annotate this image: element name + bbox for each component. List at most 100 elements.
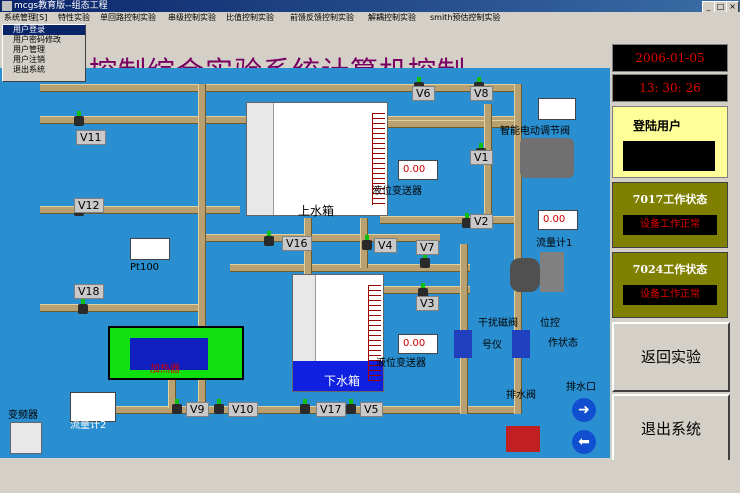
level-transmitter-label: 液位变送器	[372, 186, 422, 197]
date-display: 2006-01-05	[612, 44, 728, 72]
time-display: 13: 30: 26	[612, 74, 728, 102]
pt100-label: Pt100	[130, 262, 160, 273]
interference-valve-label: 干扰磁阀	[478, 318, 518, 329]
pt100-display	[130, 238, 170, 260]
app-icon	[2, 1, 12, 11]
lower-tank-label: 下水箱	[324, 374, 361, 388]
heater-water	[130, 338, 208, 370]
flowmeter-1-body	[540, 252, 564, 292]
smart-valve	[520, 138, 574, 178]
valve-v2-label: V2	[470, 214, 493, 229]
pipe	[380, 120, 520, 128]
lower-level-value: 0.00	[398, 334, 438, 354]
valve-v9[interactable]	[172, 399, 182, 414]
status-7017-label: 7017工作状态	[632, 193, 708, 206]
valve-v8-label: V8	[470, 86, 493, 101]
pipe	[40, 206, 240, 214]
menu-item-user-logout[interactable]: 用户注销	[13, 55, 45, 64]
smart-valve-label: 智能电动调节阀	[500, 126, 570, 137]
pipe	[304, 218, 312, 318]
flowmeter1-label: 流量计1	[536, 238, 573, 249]
valve-v16-label: V16	[282, 236, 312, 251]
arrow-right-icon[interactable]: ➜	[572, 398, 596, 422]
window-titlebar: mcgs教育版--组态工程 _ □ ×	[0, 0, 740, 13]
action-status-label: 作状态	[548, 338, 578, 349]
menu-item-user-login[interactable]: 用户登录	[3, 25, 85, 35]
valve-v7-label: V7	[416, 240, 439, 255]
pipe	[380, 216, 520, 224]
menu-item-user-management[interactable]: 用户管理	[13, 45, 45, 54]
status-7024-label: 7024工作状态	[632, 263, 708, 276]
menu-ratio-control[interactable]: 比值控制实验	[226, 13, 274, 22]
menu-cascade-control[interactable]: 串级控制实验	[168, 13, 216, 22]
login-user-label: 登陆用户	[633, 119, 682, 133]
valve-v5-label: V5	[360, 402, 383, 417]
position-solenoid	[512, 330, 530, 358]
flowmeter2-label: 流量计2	[70, 420, 107, 431]
upper-tank	[246, 102, 388, 216]
menu-decoupling-control[interactable]: 解耦控制实验	[368, 13, 416, 22]
frequency-converter-label: 变频器	[8, 410, 38, 421]
status-7024-panel: 7024工作状态 设备工作正常	[612, 252, 728, 318]
menu-characteristic-experiment[interactable]: 特性实验	[58, 13, 90, 22]
pipe	[514, 84, 522, 414]
pipe	[460, 244, 468, 414]
signal-label: 号仪	[482, 340, 502, 351]
pipe	[230, 264, 470, 272]
valve-v4[interactable]	[362, 235, 372, 250]
lower-tank	[292, 274, 384, 392]
window-title: mcgs教育版--组态工程	[14, 1, 108, 11]
login-user-display	[623, 141, 715, 171]
pipe	[40, 84, 520, 92]
valve-v10-label: V10	[228, 402, 258, 417]
interference-solenoid	[454, 330, 472, 358]
menu-feedforward-feedback-control[interactable]: 前馈反馈控制实验	[290, 13, 354, 22]
heater-label: 加热器	[150, 364, 180, 375]
exit-system-button[interactable]: 退出系统	[612, 394, 730, 464]
arrow-left-icon[interactable]: ⬅	[572, 430, 596, 454]
valve-v9-label: V9	[186, 402, 209, 417]
smart-valve-display	[538, 98, 576, 120]
menu-item-change-password[interactable]: 用户密码修改	[13, 35, 61, 44]
menu-bar: 系统管理[S] 特性实验 单回路控制实验 串级控制实验 比值控制实验 前馈反馈控…	[0, 12, 740, 24]
menu-smith-predictive-control[interactable]: smith预估控制实验	[430, 13, 501, 22]
menu-system-management[interactable]: 系统管理[S]	[4, 13, 48, 22]
valve-v17[interactable]	[300, 399, 310, 414]
system-menu-dropdown: 用户登录 用户密码修改 用户管理 用户注销 退出系统	[2, 24, 86, 82]
drain-port-label: 排水口	[566, 382, 596, 393]
flowmeter-1	[510, 258, 540, 292]
valve-v4-label: V4	[374, 238, 397, 253]
valve-v3[interactable]	[418, 283, 428, 298]
pipe	[168, 378, 176, 408]
pipe	[40, 304, 200, 312]
valve-v16[interactable]	[264, 231, 274, 246]
status-7024-value: 设备工作正常	[623, 285, 717, 305]
valve-v7[interactable]	[420, 253, 430, 268]
valve-v3-label: V3	[416, 296, 439, 311]
valve-v11[interactable]	[74, 111, 84, 126]
valve-v6-label: V6	[412, 86, 435, 101]
pipe	[200, 234, 440, 242]
valve-v12-label: V12	[74, 198, 104, 213]
pump	[506, 426, 540, 452]
valve-v5[interactable]	[346, 399, 356, 414]
flow1-value: 0.00	[538, 210, 578, 230]
status-7017-panel: 7017工作状态 设备工作正常	[612, 182, 728, 248]
valve-v18-label: V18	[74, 284, 104, 299]
valve-v2[interactable]	[462, 213, 472, 228]
upper-level-value: 0.00	[398, 160, 438, 180]
valve-v1-label: V1	[470, 150, 493, 165]
position-label: 位控	[540, 318, 560, 329]
menu-item-exit-system[interactable]: 退出系统	[13, 65, 45, 74]
process-diagram: 上水箱 下水箱 加热器 Pt100 0.00 液位变送器 0.00 流量计1 0…	[0, 68, 610, 458]
level-transmitter2-label: 液位变送器	[376, 358, 426, 369]
return-experiment-button[interactable]: 返回实验	[612, 322, 730, 392]
valve-v18[interactable]	[78, 299, 88, 314]
frequency-converter	[10, 422, 42, 454]
menu-single-loop-control[interactable]: 单回路控制实验	[100, 13, 156, 22]
login-user-panel: 登陆用户	[612, 106, 728, 178]
valve-v10[interactable]	[214, 399, 224, 414]
drain-valve-label: 排水阀	[506, 390, 536, 401]
flowmeter-2	[70, 392, 116, 422]
status-7017-value: 设备工作正常	[623, 215, 717, 235]
